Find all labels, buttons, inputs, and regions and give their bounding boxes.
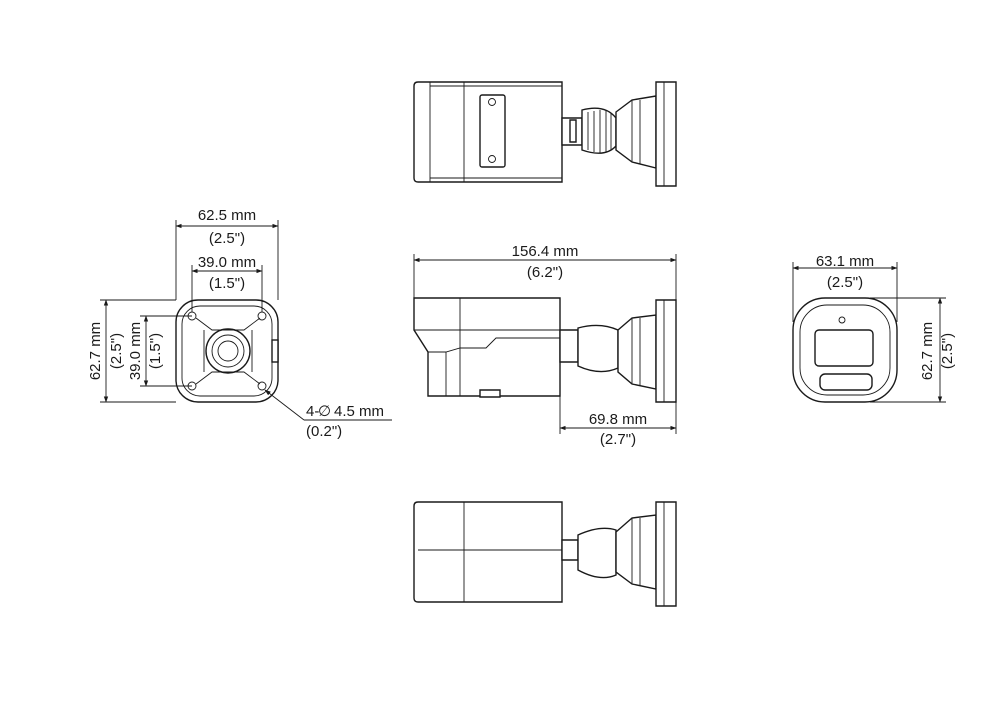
dim-mount-depth: 69.8 mm (2.7")	[559, 396, 677, 448]
front-view	[792, 297, 898, 403]
overall-length-imperial: (6.2")	[527, 264, 563, 281]
mount-width-imperial: (2.5")	[209, 230, 245, 247]
dim-front-height: 62.7 mm (2.5")	[870, 297, 956, 403]
front-height-imperial: (2.5")	[939, 333, 956, 369]
hole-spacing-v-metric: 39.0 mm	[127, 322, 144, 380]
front-width-imperial: (2.5")	[827, 274, 863, 291]
overall-length-metric: 156.4 mm	[512, 243, 579, 260]
dim-hole-spacing-horizontal: 39.0 mm (1.5")	[191, 254, 263, 312]
dim-hole-spacing-vertical: 39.0 mm (1.5")	[127, 315, 192, 387]
mount-width-metric: 62.5 mm	[198, 207, 256, 224]
dim-overall-length: 156.4 mm (6.2")	[413, 243, 677, 300]
dim-front-width: 63.1 mm (2.5")	[792, 253, 898, 322]
diameter-symbol: ∅	[318, 403, 331, 420]
front-ir-window	[819, 373, 873, 391]
mount-height-imperial: (2.5")	[108, 333, 125, 369]
hole-diameter-metric: 4.5 mm	[334, 403, 384, 420]
front-lens-window	[814, 329, 874, 367]
hole-spacing-h-metric: 39.0 mm	[198, 254, 256, 271]
bottom-view	[413, 501, 677, 607]
hole-spacing-h-imperial: (1.5")	[209, 275, 245, 292]
mount-height-metric: 62.7 mm	[87, 322, 104, 380]
mount-hole	[257, 381, 267, 391]
hole-spacing-v-imperial: (1.5")	[147, 333, 164, 369]
front-height-metric: 62.7 mm	[919, 322, 936, 380]
top-screw	[488, 98, 496, 106]
top-view	[413, 81, 677, 187]
side-bottom-tab	[479, 389, 501, 398]
dim-mount-width: 62.5 mm (2.5")	[175, 207, 279, 300]
dim-hole-diameter: 4- ∅ 4.5 mm (0.2")	[264, 389, 392, 440]
hole-count: 4-	[306, 403, 319, 420]
front-sensor-dot	[838, 316, 846, 324]
hole-diameter-imperial: (0.2")	[306, 423, 342, 440]
mount-depth-metric: 69.8 mm	[589, 411, 647, 428]
top-plate	[479, 94, 506, 168]
front-width-metric: 63.1 mm	[816, 253, 874, 270]
dim-mount-height: 62.7 mm (2.5")	[87, 299, 176, 403]
top-screw	[488, 155, 496, 163]
mount-base-view	[175, 299, 279, 403]
cable-opening	[205, 328, 251, 374]
side-view	[413, 297, 677, 403]
mount-depth-imperial: (2.7")	[600, 431, 636, 448]
